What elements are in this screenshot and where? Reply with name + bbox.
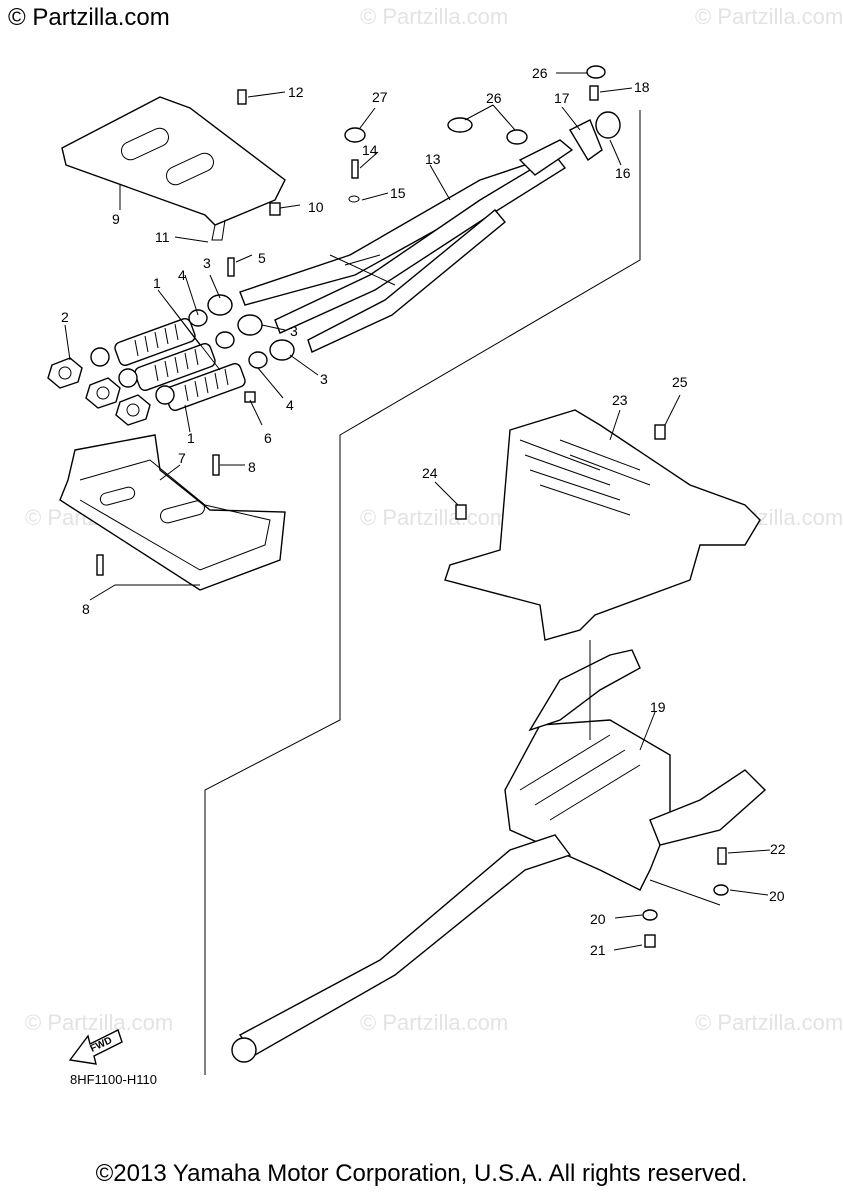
pipe-bracket [569, 111, 621, 162]
fwd-arrow-icon: FWD [68, 1029, 123, 1065]
callout-2: 2 [61, 309, 69, 325]
watermark-repeat: © Partzilla.com [360, 1010, 509, 1035]
callout-14: 14 [362, 142, 378, 158]
copyright-footer: ©2013 Yamaha Motor Corporation, U.S.A. A… [95, 1160, 748, 1187]
callout-26: 26 [532, 65, 548, 81]
watermark-repeat: © Partzilla.com [360, 505, 509, 530]
callout-10: 10 [308, 199, 324, 215]
callout-3: 3 [320, 371, 328, 387]
callout-8: 8 [82, 601, 90, 617]
callout-25: 25 [672, 374, 688, 390]
callout-6: 6 [264, 430, 272, 446]
diagram-code: 8HF1100-H110 [70, 1072, 157, 1087]
callout-7: 7 [178, 450, 186, 466]
callout-21: 21 [590, 942, 606, 958]
heat-shield-upper [61, 96, 286, 241]
callout-1: 1 [187, 430, 195, 446]
leader-lines [64, 72, 771, 951]
pipe-clamps [188, 294, 295, 369]
callout-3: 3 [290, 323, 298, 339]
muffler-heat-shield [444, 409, 761, 641]
partzilla-watermark: © Partzilla.com [8, 4, 170, 31]
callout-27: 27 [372, 89, 388, 105]
callout-19: 19 [650, 699, 666, 715]
callout-26: 26 [486, 90, 502, 106]
callout-22: 22 [770, 841, 786, 857]
callout-1: 1 [153, 275, 161, 291]
bolts [96, 85, 729, 948]
callout-15: 15 [390, 185, 406, 201]
callout-numbers: 1 1 2 3 3 3 4 4 5 6 7 8 8 9 10 11 12 13 … [61, 65, 786, 958]
callout-16: 16 [615, 165, 631, 181]
callout-4: 4 [286, 397, 294, 413]
callout-18: 18 [634, 79, 650, 95]
tailpipe [231, 834, 572, 1063]
callout-13: 13 [425, 151, 441, 167]
callout-12: 12 [288, 84, 304, 100]
exhaust-gaskets [47, 347, 175, 426]
heat-shield-lower [59, 434, 286, 591]
callout-3: 3 [203, 255, 211, 271]
watermark-repeat: © Partzilla.com [360, 4, 509, 29]
assembly-lines [204, 110, 721, 1075]
callout-20: 20 [769, 888, 785, 904]
callout-24: 24 [422, 465, 438, 481]
front-exhaust-pipe [239, 139, 574, 353]
muffler [504, 649, 767, 891]
watermark-repeat: © Partzilla.com [25, 1010, 174, 1035]
grommets [344, 65, 606, 145]
watermark-repeat: © Partzilla.com [695, 1010, 843, 1035]
callout-4: 4 [178, 267, 186, 283]
callout-5: 5 [258, 250, 266, 266]
callout-9: 9 [112, 211, 120, 227]
flex-exhaust-pipes [114, 318, 246, 411]
watermark-repeat: © Partzilla.com [695, 4, 843, 29]
callout-23: 23 [612, 392, 628, 408]
callout-20: 20 [590, 911, 606, 927]
callout-11: 11 [155, 229, 170, 245]
callout-8: 8 [248, 459, 256, 475]
callout-17: 17 [554, 90, 570, 106]
